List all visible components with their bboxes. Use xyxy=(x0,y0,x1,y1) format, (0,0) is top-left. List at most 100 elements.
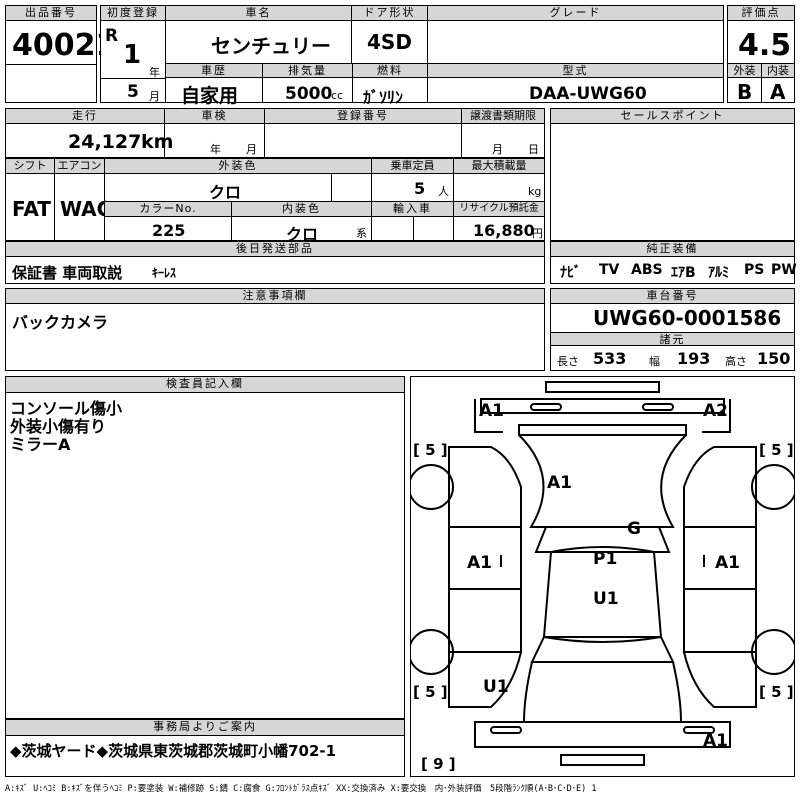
lot-number-box: 出品番号 40021 xyxy=(5,5,116,103)
first-reg-label: 初度登録 xyxy=(101,6,165,21)
mark-front-right: A2 xyxy=(703,401,728,421)
era: R xyxy=(105,26,119,46)
score-box: 評価点 4.5 外装 内装 B A xyxy=(727,5,795,104)
chassis-label: 車台番号 xyxy=(551,289,794,304)
kg-unit: kg xyxy=(528,185,542,198)
year-unit: 年 xyxy=(149,66,160,79)
interior-color: クロ xyxy=(286,225,319,244)
sales-point-box: セールスポイント xyxy=(550,108,795,241)
chassis-box: 車台番号 UWG60-0001586 諸元 長さ 533 幅 193 高さ 15… xyxy=(550,288,795,371)
grade-label: グレード xyxy=(427,6,723,21)
inspector-line-3: ミラーA xyxy=(10,435,71,454)
transfer-day-unit: 日 xyxy=(528,143,539,156)
inspection-label: 車検 xyxy=(164,109,264,124)
km-unit: km xyxy=(141,131,174,153)
notes-text: バックカメラ xyxy=(12,313,109,332)
tire-rr-value: 5 xyxy=(771,683,782,701)
color-no-label: カラーNo. xyxy=(105,202,231,217)
displacement-label: 排気量 xyxy=(262,64,352,78)
mark-roof-rear: U1 xyxy=(593,589,619,609)
width-label: 幅 xyxy=(649,355,660,368)
notes-box: 注意事項欄 バックカメラ xyxy=(5,288,545,371)
equip-pw: PW xyxy=(771,262,797,278)
shift: FAT xyxy=(12,197,51,221)
mark-front-left: A1 xyxy=(479,401,504,421)
equip-alloy: ｱﾙﾐ xyxy=(708,265,729,281)
ext-label: 外装 xyxy=(728,64,761,78)
legend-text: A:ｷｽﾞ U:ﾍｺﾐ B:ｷｽﾞを伴うﾍｺﾐ P:要塗装 W:補修跡 S:錆 … xyxy=(5,784,597,794)
shift-label: シフト xyxy=(6,159,54,174)
month-unit: 月 xyxy=(149,90,160,103)
inspector-line-2: 外装小傷有り xyxy=(10,417,107,436)
score-label: 評価点 xyxy=(728,6,794,21)
car-name: センチュリー xyxy=(211,34,331,58)
equip-ps: PS xyxy=(744,262,765,278)
tire-fr-value: 5 xyxy=(771,441,782,459)
tire-rl-value: 5 xyxy=(425,683,436,701)
seats-unit: 人 xyxy=(438,185,449,198)
seats: 5 xyxy=(414,179,426,198)
seats-label: 乗車定員 xyxy=(371,159,453,174)
office-box: 事務局よりご案内 ◆茨城ヤード◆茨城県東茨城郡茨城町小幡702-1 xyxy=(5,719,405,777)
parts-keyless: ｷｰﾚｽ xyxy=(152,266,177,280)
tire-fl-value: 5 xyxy=(425,441,436,459)
equip-abs: ABS xyxy=(631,262,663,278)
model-label: 型式 xyxy=(427,64,723,78)
int-label: 内装 xyxy=(761,64,794,78)
ac-type: WAC xyxy=(60,197,112,221)
model-code: DAA-UWG60 xyxy=(529,84,647,104)
office-text: ◆茨城ヤード◆茨城県東茨城郡茨城町小幡702-1 xyxy=(10,742,337,760)
office-label: 事務局よりご案内 xyxy=(6,720,404,736)
import-label: 輸入車 xyxy=(371,202,453,217)
equip-tv: TV xyxy=(599,262,620,278)
reg-year: 1 xyxy=(123,40,142,70)
color-no: 225 xyxy=(152,221,186,240)
width: 193 xyxy=(677,349,711,368)
spec-row: シフト エアコン 外装色 乗車定員 最大積載量 クロ 5 人 kg FAT WA… xyxy=(5,158,545,244)
notes-label: 注意事項欄 xyxy=(6,289,544,304)
equipment-box: 純正装備 ﾅﾋﾞ TV ABS ｴｱB ｱﾙﾐ PS PW xyxy=(550,241,797,284)
parts-box: 後日発送部品 保証書 車両取説 ｷｰﾚｽ xyxy=(5,241,545,284)
inspector-line-1: コンソール傷小 xyxy=(10,399,123,418)
spare-tire-value: 9 xyxy=(433,755,444,773)
equipment-label: 純正装備 xyxy=(551,242,794,257)
height-label: 高さ xyxy=(725,355,747,368)
exterior-color: クロ xyxy=(209,183,242,202)
displacement: 5000 xyxy=(285,84,333,104)
inspector-box: 検査員記入欄 コンソール傷小 外装小傷有り ミラーA xyxy=(5,376,405,719)
insp-year-unit: 年 xyxy=(210,143,221,156)
ac-label: エアコン xyxy=(54,159,104,174)
vehicle-header-box: 初度登録 車名 ドア形状 グレード R 1 年 5 月 センチュリー 4SD 車… xyxy=(100,5,724,107)
parts-label: 後日発送部品 xyxy=(6,242,544,257)
car-outline-diagram xyxy=(411,381,794,766)
mileage-label: 走行 xyxy=(6,109,164,124)
tire-rl: [ 5 ] xyxy=(413,683,448,701)
length-label: 長さ xyxy=(557,355,579,368)
int-color-label: 内装色 xyxy=(231,202,371,217)
recycle-fee: 16,880 xyxy=(473,221,535,240)
damage-diagram: A1 A2 A1 G A1 A1 P1 U1 U1 A1 [ 5 ] [ 5 ]… xyxy=(410,376,795,777)
door-type: 4SD xyxy=(367,30,412,54)
equip-airbag: ｴｱB xyxy=(671,265,696,281)
fuel: ｶﾞｿﾘﾝ xyxy=(363,88,404,107)
car-name-label: 車名 xyxy=(165,6,351,21)
chassis-number: UWG60-0001586 xyxy=(593,306,782,330)
insp-month-unit: 月 xyxy=(246,143,257,156)
equip-navi: ﾅﾋﾞ xyxy=(560,265,581,281)
dims-label: 諸元 xyxy=(551,332,794,346)
int-color-unit: 系 xyxy=(356,227,367,240)
score-value: 4.5 xyxy=(738,28,792,63)
mark-rear-bumper: A1 xyxy=(703,731,728,751)
mark-glass: G xyxy=(627,519,641,539)
history: 自家用 xyxy=(181,85,239,107)
mileage: 24,127 xyxy=(68,131,142,153)
mark-right-doors: A1 xyxy=(715,553,740,573)
reg-month: 5 xyxy=(127,82,139,102)
tire-fr: [ 5 ] xyxy=(759,441,794,459)
ext-score: B xyxy=(737,80,753,104)
lot-number-label: 出品番号 xyxy=(6,6,96,21)
cc-unit: cc xyxy=(331,89,344,102)
mark-rear-left: U1 xyxy=(483,677,509,697)
length: 533 xyxy=(593,349,627,368)
mark-roof: P1 xyxy=(593,549,618,569)
